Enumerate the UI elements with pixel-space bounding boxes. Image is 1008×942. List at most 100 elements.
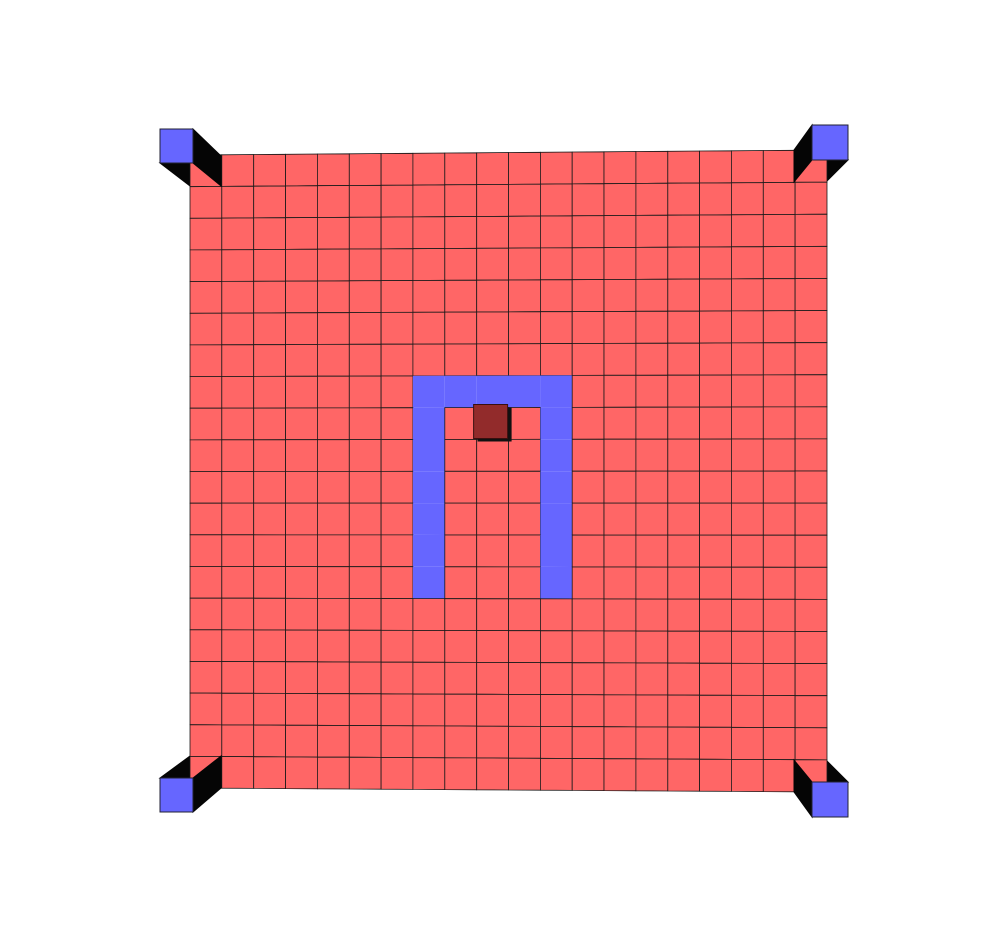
floor-cell <box>635 310 669 344</box>
path-cell <box>540 535 573 567</box>
agent-block <box>473 404 512 442</box>
floor-cell <box>412 184 446 218</box>
path-cell <box>412 407 445 440</box>
floor-cell <box>221 661 255 694</box>
floor-cell <box>285 470 318 504</box>
floor-cell <box>762 630 796 664</box>
floor-cell <box>762 310 796 344</box>
floor-cell <box>476 438 509 472</box>
floor-cell <box>667 438 700 472</box>
floor-cell <box>285 534 318 567</box>
floor-cell <box>794 245 828 280</box>
corner-pillar-bottom-right <box>811 781 849 818</box>
floor-cell <box>285 407 318 441</box>
floor-cell <box>285 185 318 219</box>
floor-cell <box>762 727 796 761</box>
floor-cell <box>762 342 796 376</box>
path-cell <box>412 534 445 567</box>
floor-cell <box>348 566 382 599</box>
floor-cell <box>380 598 414 631</box>
floor-cell <box>731 438 764 472</box>
floor-cell <box>476 311 509 345</box>
floor-cell <box>571 215 605 249</box>
floor-cell <box>603 246 637 280</box>
floor-cell <box>444 566 478 600</box>
floor-cell <box>444 216 478 249</box>
floor-cell <box>603 534 637 568</box>
floor-cell <box>731 630 764 664</box>
floor-cell <box>348 597 382 631</box>
floor-cell <box>380 184 414 218</box>
floor-cell <box>762 181 796 216</box>
floor-cell <box>444 693 478 727</box>
floor-cell <box>699 374 732 408</box>
floor-cell <box>794 277 828 312</box>
floor-cell <box>603 374 637 408</box>
floor-cell <box>635 662 669 696</box>
floor-cell <box>699 278 732 312</box>
floor-cell <box>348 153 382 186</box>
floor-cell <box>285 629 318 663</box>
floor-cell <box>253 470 287 504</box>
floor-cell <box>699 246 732 280</box>
floor-cell <box>412 757 446 791</box>
floor-cell <box>316 248 350 282</box>
floor-cell <box>285 661 318 695</box>
floor-cell <box>348 439 382 472</box>
floor-cell <box>316 375 350 409</box>
floor-cell <box>699 534 732 568</box>
floor-cell <box>476 279 509 313</box>
path-cell <box>540 471 573 504</box>
floor-cell <box>603 342 637 376</box>
floor-cell <box>635 534 669 568</box>
floor-cell <box>380 725 414 759</box>
floor-cell <box>762 278 796 312</box>
floor-cell <box>253 185 287 219</box>
floor-cell <box>348 184 382 218</box>
floor-cell <box>189 566 223 599</box>
floor-cell <box>794 630 828 665</box>
floor-cell <box>253 248 287 282</box>
floor-cell <box>699 566 732 600</box>
floor-cell <box>316 343 350 377</box>
floor-cell <box>508 183 541 217</box>
floor-cell <box>540 694 573 728</box>
floor-cell <box>540 598 573 632</box>
floor-cell <box>444 757 478 791</box>
floor-cell <box>540 343 573 376</box>
floor-cell <box>794 695 828 729</box>
floor-cell <box>762 694 796 729</box>
game-board <box>189 149 828 793</box>
floor-cell <box>699 758 732 792</box>
floor-cell <box>635 726 669 760</box>
floor-cell <box>412 248 446 281</box>
floor-cell <box>699 662 732 696</box>
floor-cell <box>699 182 732 216</box>
floor-cell <box>667 470 700 504</box>
floor-cell <box>412 661 446 695</box>
floor-cell <box>253 502 287 536</box>
floor-cell <box>189 660 223 694</box>
floor-cell <box>221 344 255 377</box>
floor-cell <box>635 150 669 184</box>
floor-cell <box>508 215 541 249</box>
floor-cell <box>476 343 509 377</box>
floor-cell <box>316 312 350 345</box>
floor-cell <box>667 566 700 600</box>
floor-cell <box>731 694 764 728</box>
floor-cell <box>762 598 796 632</box>
floor-cell <box>508 279 541 313</box>
floor-cell <box>380 629 414 663</box>
floor-cell <box>699 598 732 632</box>
floor-cell <box>476 183 509 217</box>
floor-cell <box>285 439 318 472</box>
floor-cell <box>412 693 446 727</box>
floor-cell <box>316 185 350 218</box>
floor-cell <box>253 344 287 377</box>
floor-cell <box>316 661 350 695</box>
floor-cell <box>221 597 255 631</box>
path-cell <box>412 503 445 535</box>
floor-cell <box>412 216 446 250</box>
floor-cell <box>699 470 732 504</box>
floor-cell <box>667 278 700 312</box>
